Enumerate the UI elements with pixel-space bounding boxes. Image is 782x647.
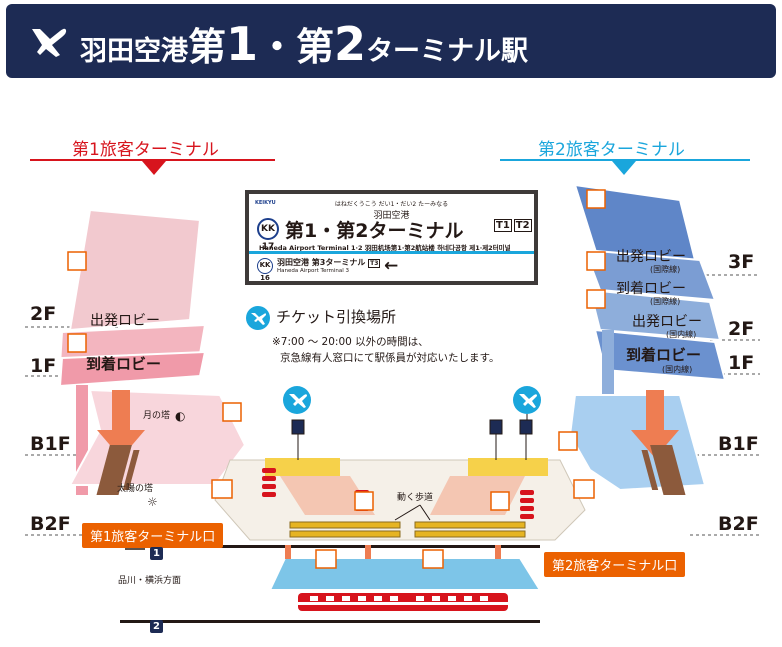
moon-tower-label: 月の塔 [143, 412, 170, 421]
plane-icon-t1 [283, 386, 311, 414]
t2-column [602, 330, 614, 400]
sign-badge-t1: T1 [494, 219, 512, 232]
title-num1: 1 [226, 17, 258, 71]
platform-support-3 [495, 545, 501, 559]
platform-support-1 [285, 545, 291, 559]
station-map: 第1旅客ターミナル 第2旅客ターミナル 2F 1F B1F B2F 3F 2F … [0, 90, 782, 647]
plane-icon-t2 [513, 386, 541, 414]
sign-bar [249, 251, 534, 254]
title-suffix: ターミナル駅 [366, 29, 528, 68]
t2-dom-departure-label: 出発ロビー [632, 315, 702, 329]
track-2-label: 2 [150, 616, 163, 633]
title-prefix: 羽田空港 [80, 29, 188, 68]
t2-heading: 第2旅客ターミナル [538, 142, 685, 159]
sun-tower-icon: ☼ [147, 496, 158, 508]
t2-intl-arrival-label: 到着ロビー [616, 282, 686, 296]
sign-station-number: KK 17 [257, 218, 279, 240]
t2-dom-departure-note: (国内線) [666, 331, 696, 339]
sign-next-badge: T3 [368, 259, 380, 268]
moving-walkway-label: 動く歩道 [397, 494, 433, 503]
track-2-badge: 2 [150, 620, 163, 633]
floor-label-b1f-right: B1F [718, 435, 759, 454]
platform-b2f [270, 558, 540, 590]
t1-upper-block [70, 210, 200, 330]
track-1-badge: 1 [150, 547, 163, 560]
sign-kana: はねだくうこう だい1・だい2 たーみなる [249, 199, 534, 208]
floor-label-3f-right: 3F [728, 253, 754, 272]
t2-exit-label: 第2旅客ターミナル口 [544, 552, 685, 577]
floor-label-2f-left: 2F [30, 305, 56, 324]
t1-arrival-lobby-label: 到着ロビー [86, 357, 161, 372]
direction-label: 品川・横浜方面 [118, 577, 181, 586]
sign-badge-t2: T2 [514, 219, 532, 232]
station-sign: KEIKYU はねだくうこう だい1・だい2 たーみなる 羽田空港 KK 17 … [245, 190, 538, 285]
t1-gate-area [265, 458, 340, 476]
train-icon [298, 593, 508, 611]
title-first: 第 [188, 16, 226, 71]
page-title: 羽田空港 第 1 ・第 2 ターミナル駅 [80, 4, 528, 78]
t2-dom-arrival-label: 到着ロビー [626, 348, 701, 363]
sign-arrow: ← [384, 256, 398, 276]
airplane-icon [28, 21, 68, 61]
t1-departure-lobby-label: 出発ロビー [90, 314, 160, 328]
floor-label-1f-left: 1F [30, 357, 56, 376]
sun-tower-label: 太陽の塔 [117, 485, 153, 494]
page-header: 羽田空港 第 1 ・第 2 ターミナル駅 [6, 4, 776, 78]
t1-b1f-floor [70, 390, 245, 485]
t2-b1f-floor [570, 395, 705, 490]
floor-label-1f-right: 1F [728, 354, 754, 373]
ticket-machine-markers [292, 414, 532, 460]
t2-intl-departure-label: 出発ロビー [616, 250, 686, 264]
floor-label-b2f-left: B2F [30, 515, 71, 534]
sign-station-name: 第1・第2ターミナル [285, 216, 463, 243]
track-1-label: 1 [150, 543, 163, 560]
ticket-note-1: ※7:00 ～ 20:00 以外の時間は、 [272, 335, 429, 351]
ticket-plane-icon [246, 306, 270, 330]
ticket-note-2: 京急線有人窓口にて駅係員が対応いたします。 [280, 351, 499, 367]
title-num2: 2 [334, 17, 366, 71]
sign-next-number: KK 16 [257, 258, 273, 274]
t2-gate-area [468, 458, 548, 476]
platform-support-2 [365, 545, 371, 559]
title-dot: ・第 [258, 16, 334, 71]
floor-label-2f-right: 2F [728, 320, 754, 339]
t2-dom-arrival-note: (国内線) [662, 366, 692, 374]
moon-tower-icon: ◐ [175, 410, 185, 422]
platform-track-bottom [120, 620, 540, 623]
t1-heading: 第1旅客ターミナル [72, 142, 219, 159]
t2-heading-arrow [612, 161, 636, 175]
sign-next-name-text: 羽田空港 第3ターミナル [277, 258, 365, 267]
floor-label-b2f-right: B2F [718, 515, 759, 534]
sign-next-english: Haneda Airport Terminal 3 [277, 268, 349, 274]
sign-next-name: 羽田空港 第3ターミナル T3 [277, 257, 380, 268]
floor-label-b1f-left: B1F [30, 435, 71, 454]
t2-intl-departure-note: (国際線) [650, 266, 680, 274]
t1-heading-arrow [142, 161, 166, 175]
t2-intl-arrival-note: (国際線) [650, 298, 680, 306]
ticket-location-title: チケット引換場所 [276, 310, 396, 325]
